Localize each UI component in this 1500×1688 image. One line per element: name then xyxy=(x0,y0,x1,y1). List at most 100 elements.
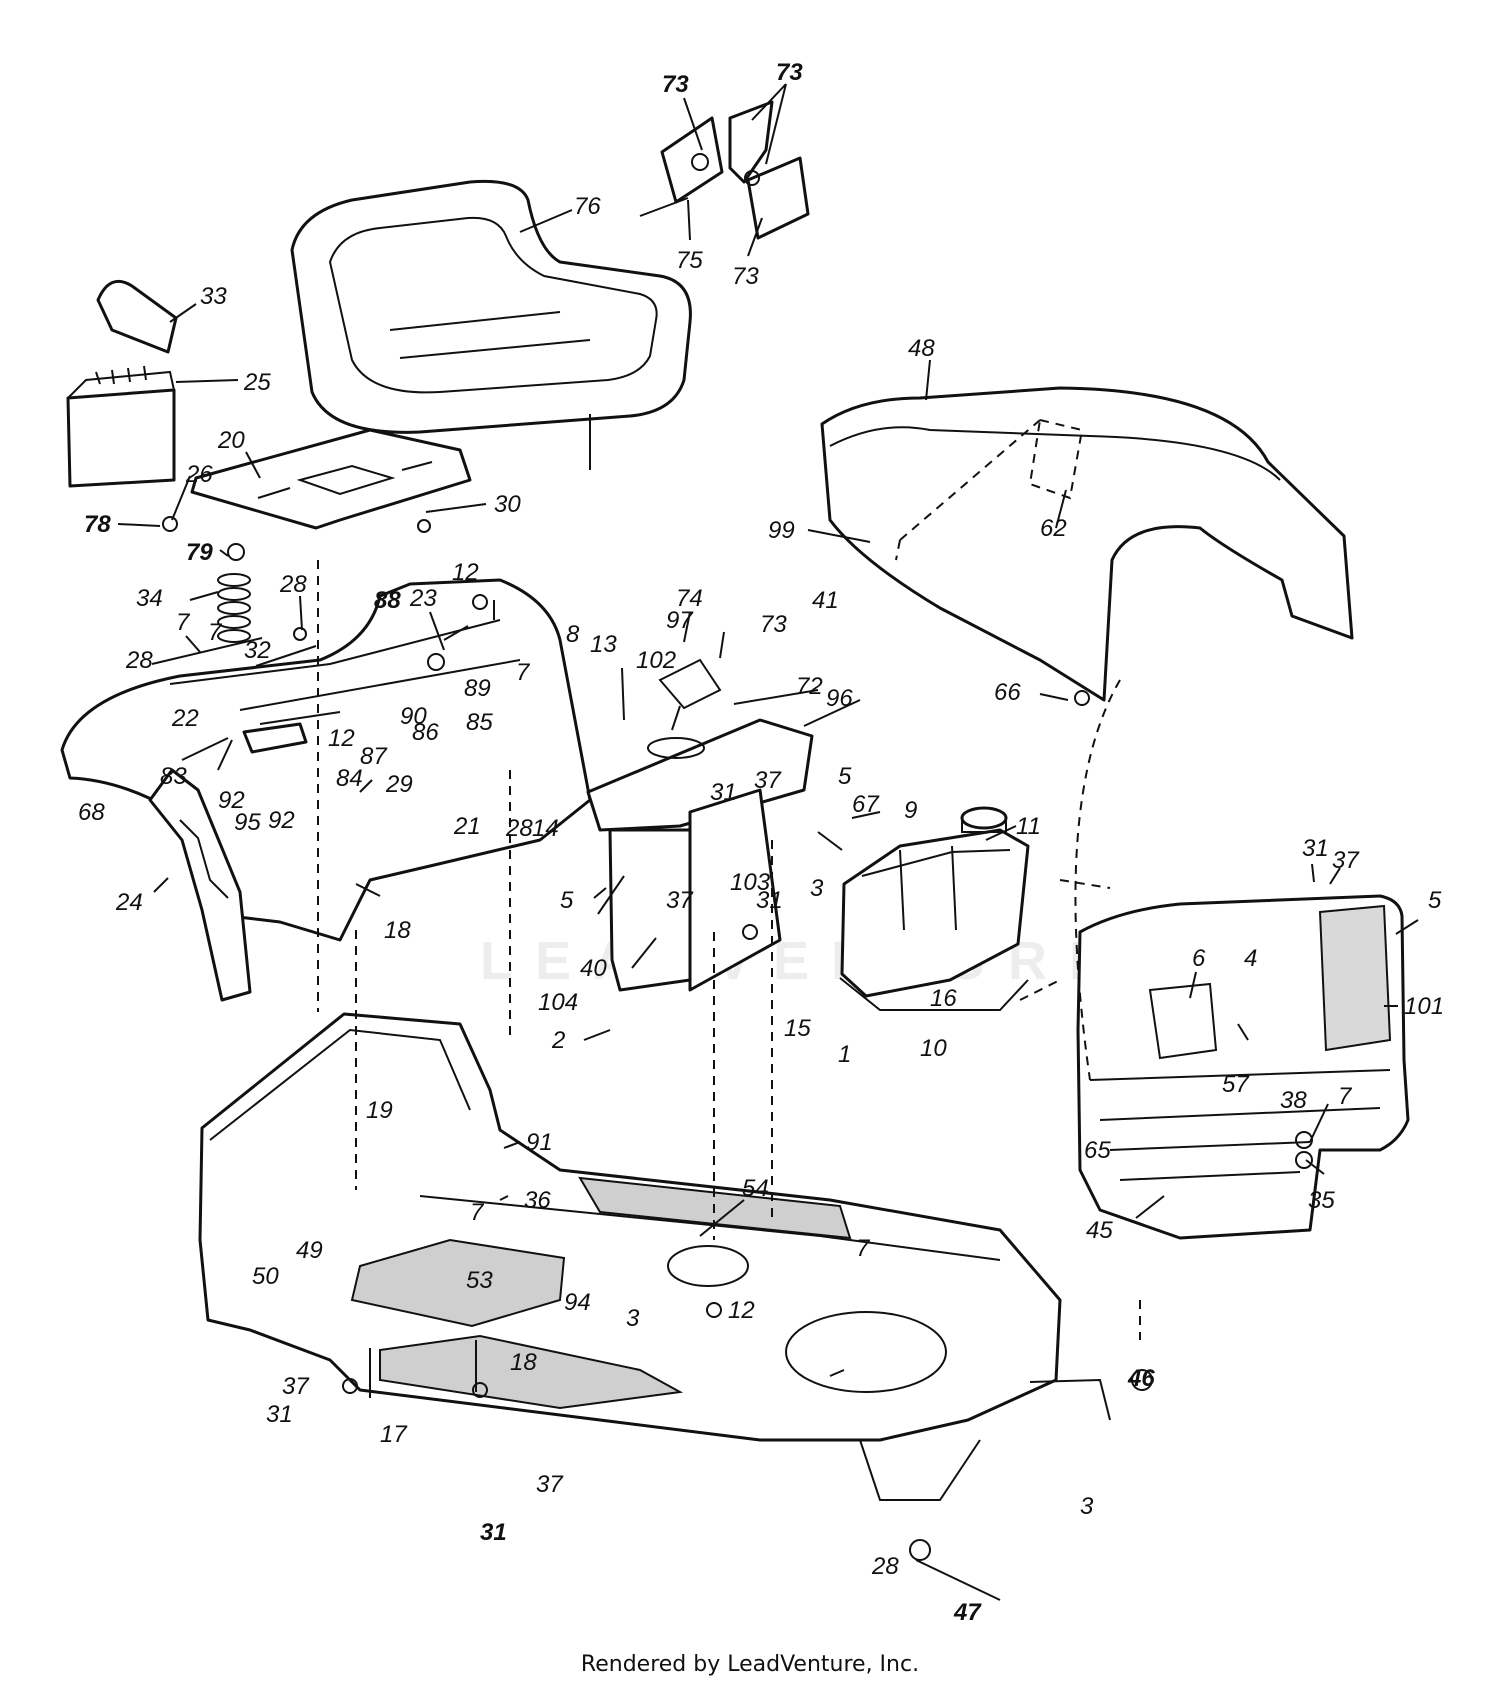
callout-label: 37 xyxy=(536,1471,564,1498)
callout-label: 31 xyxy=(710,779,737,806)
callout-label: 84 xyxy=(336,765,363,792)
callout-label: 23 xyxy=(409,585,437,612)
callout-label: 31 xyxy=(480,1519,507,1546)
callout-leaders xyxy=(117,83,1419,1377)
callout-label: 22 xyxy=(171,705,199,732)
fasteners xyxy=(162,516,1313,1601)
callout-label: 73 xyxy=(776,59,803,86)
seat-spring xyxy=(217,573,251,643)
callout-label: 78 xyxy=(84,511,111,538)
callout-label: 68 xyxy=(78,799,105,826)
callout-label: 31 xyxy=(1302,835,1329,862)
callout-label: 18 xyxy=(384,917,411,944)
callout-label: 28 xyxy=(279,571,307,598)
callout-label: 99 xyxy=(768,517,795,544)
grille-housing xyxy=(1076,894,1410,1240)
callout-label: 37 xyxy=(282,1373,310,1400)
callout-label: 38 xyxy=(1280,1087,1307,1114)
callout-label: 29 xyxy=(385,771,413,798)
callout-label: 12 xyxy=(452,559,479,586)
callout-label: 24 xyxy=(115,889,143,916)
seat xyxy=(290,179,692,470)
seat-plate xyxy=(190,428,472,530)
assembly-lines xyxy=(317,560,1141,1340)
callout-label: 102 xyxy=(636,647,676,674)
callout-label: 4 xyxy=(1244,945,1257,972)
callout-label: 7 xyxy=(176,609,191,636)
callout-label: 25 xyxy=(243,369,271,396)
callout-label: 6 xyxy=(1192,945,1206,972)
callout-label: 30 xyxy=(494,491,521,518)
switch-bracket-assembly xyxy=(639,100,810,240)
callout-label: 79 xyxy=(186,539,213,566)
callout-label: 18 xyxy=(510,1349,537,1376)
callout-label: 45 xyxy=(1086,1217,1113,1244)
callout-label: 75 xyxy=(676,247,703,274)
callout-label: 104 xyxy=(538,989,578,1016)
callout-label: 16 xyxy=(930,985,957,1012)
callout-label: 57 xyxy=(1222,1071,1250,1098)
callout-label: 31 xyxy=(756,887,783,914)
callout-label: 103 xyxy=(730,869,771,896)
callout-label: 3 xyxy=(810,875,824,902)
callout-labels: 73 73 75 73 76 33 25 48 20 26 30 78 79 6… xyxy=(78,59,1444,1626)
main-frame xyxy=(198,1012,1111,1501)
callout-label: 49 xyxy=(296,1237,323,1264)
callout-label: 73 xyxy=(662,71,689,98)
callout-label: 1 xyxy=(838,1041,851,1068)
callout-label: 37 xyxy=(666,887,694,914)
callout-label: 85 xyxy=(466,709,493,736)
dash-panel xyxy=(586,658,814,992)
callout-label: 3 xyxy=(626,1305,640,1332)
callout-label: 32 xyxy=(244,637,271,664)
callout-label: 19 xyxy=(366,1097,393,1124)
callout-label: 91 xyxy=(526,1129,553,1156)
callout-label: 41 xyxy=(812,587,839,614)
callout-label: 7 xyxy=(470,1199,485,1226)
callout-label: 36 xyxy=(524,1187,551,1214)
callout-label: 31 xyxy=(266,1401,293,1428)
callout-label: 97 xyxy=(666,607,694,634)
hood xyxy=(820,386,1354,702)
callout-label: 7 xyxy=(516,659,531,686)
callout-label: 54 xyxy=(742,1175,769,1202)
callout-label: 89 xyxy=(464,675,491,702)
callout-label: 5 xyxy=(838,763,852,790)
callout-label: 7 xyxy=(1338,1083,1353,1110)
callout-label: 26 xyxy=(185,461,213,488)
callout-label: 95 xyxy=(234,809,261,836)
callout-label: 88 xyxy=(374,587,401,614)
callout-label: 5 xyxy=(560,887,574,914)
callout-label: 7 xyxy=(208,619,223,646)
callout-label: 92 xyxy=(268,807,295,834)
callout-label: 28 xyxy=(125,647,153,674)
callout-label: 90 xyxy=(400,703,427,730)
callout-label: 13 xyxy=(590,631,617,658)
callout-label: 37 xyxy=(1332,847,1360,874)
fuel-tank xyxy=(839,806,1030,1011)
callout-label: 73 xyxy=(732,263,759,290)
callout-label: 96 xyxy=(826,685,853,712)
callout-label: 87 xyxy=(360,743,388,770)
callout-label: 2 xyxy=(551,1027,565,1054)
callout-label: 47 xyxy=(953,1599,982,1626)
callout-label: 66 xyxy=(994,679,1021,706)
callout-label: 15 xyxy=(784,1015,811,1042)
callout-label: 20 xyxy=(217,427,245,454)
callout-label: 50 xyxy=(252,1263,279,1290)
callout-label: 9 xyxy=(904,797,917,824)
footer-credit: Rendered by LeadVenture, Inc. xyxy=(580,1652,920,1677)
callout-label: 7 xyxy=(856,1235,871,1262)
callout-label: 12 xyxy=(728,1297,755,1324)
battery xyxy=(66,279,178,488)
callout-label: 86 xyxy=(412,719,439,746)
callout-label: 28 xyxy=(871,1553,899,1580)
callout-label: 74 xyxy=(676,585,703,612)
callout-label: 48 xyxy=(908,335,935,362)
callout-label: 76 xyxy=(574,193,601,220)
callout-label: 101 xyxy=(1404,993,1444,1020)
callout-label: 34 xyxy=(136,585,163,612)
callout-label: 40 xyxy=(580,955,607,982)
callout-label: 21 xyxy=(453,813,481,840)
callout-label: 67 xyxy=(852,791,880,818)
